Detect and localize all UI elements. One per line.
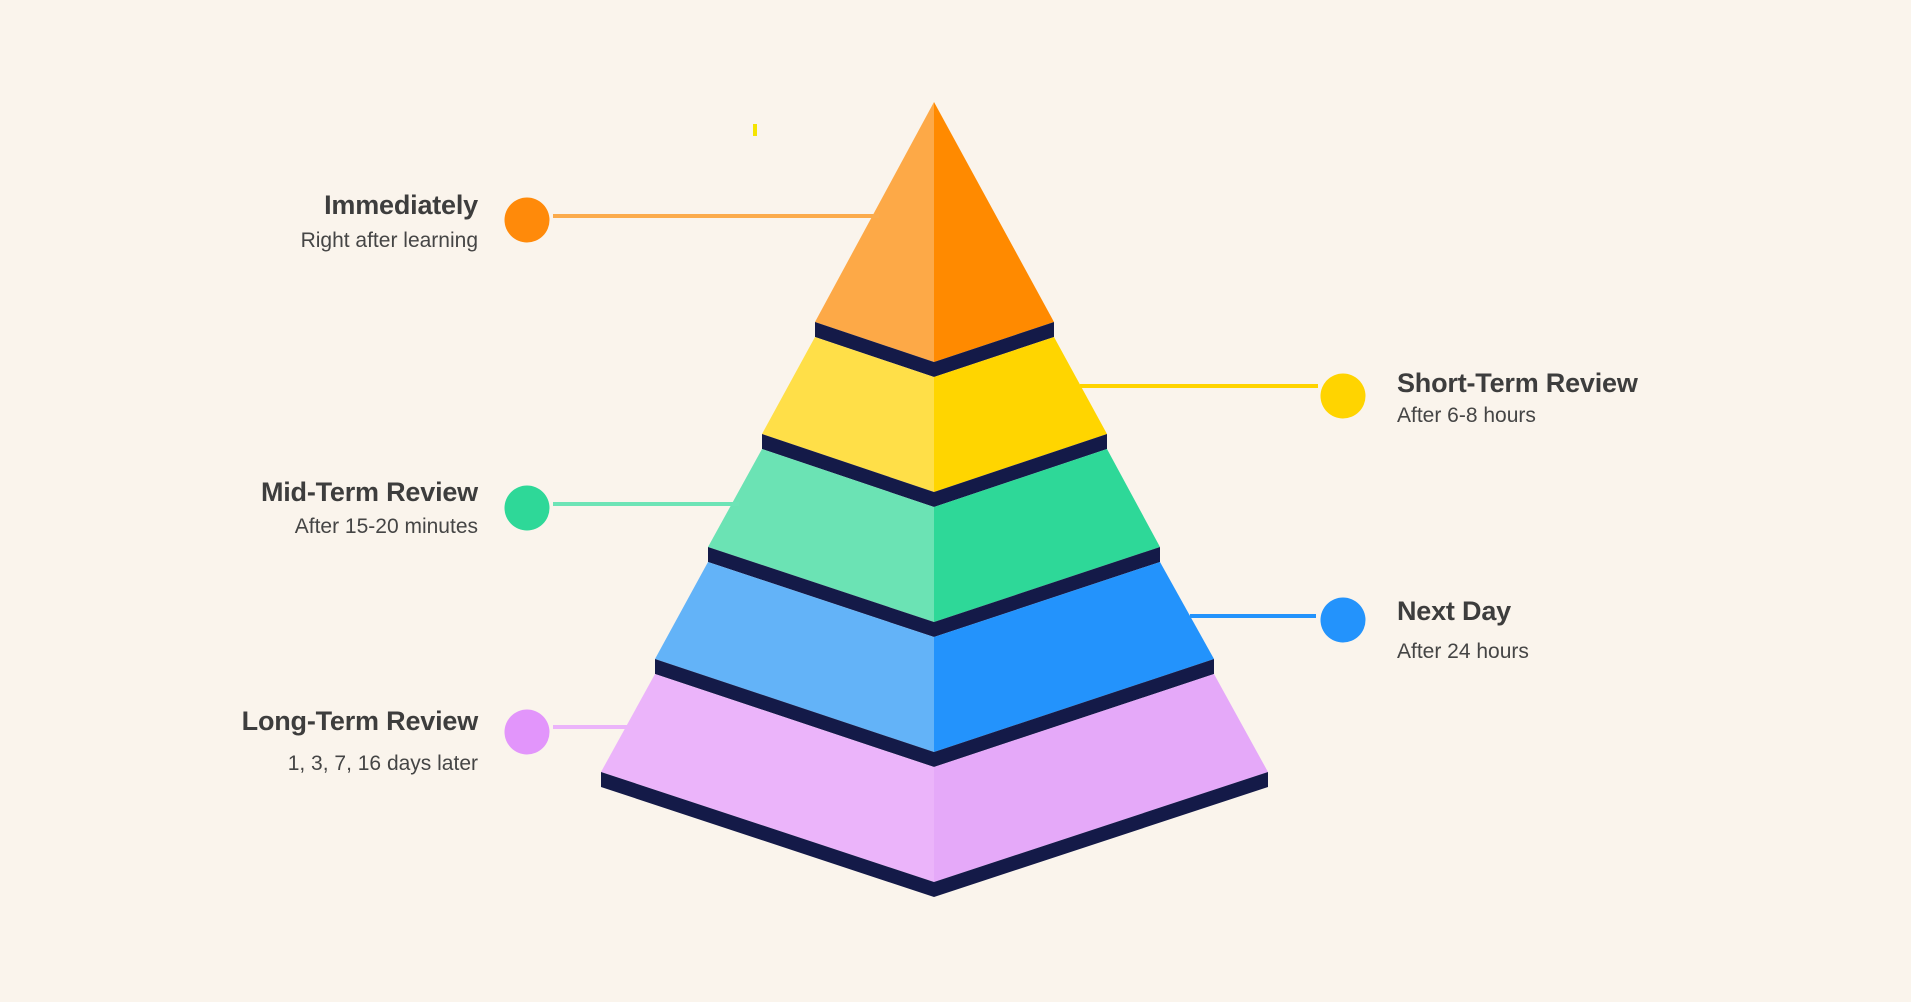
label-title: Long-Term Review <box>241 706 479 736</box>
layer-separator <box>815 322 1054 377</box>
connector-line-immediately <box>553 214 879 218</box>
layer-right-face <box>934 102 1054 362</box>
connector-line-short-term <box>1080 384 1318 388</box>
layer-left-face <box>655 562 934 752</box>
layer-left-face <box>815 102 934 362</box>
pyramid-layer-mid-term <box>708 449 1160 637</box>
dot-mid-term <box>504 485 550 531</box>
pyramid-layer-long-term <box>601 674 1268 897</box>
layer-separator <box>708 547 1160 637</box>
layer-left-face <box>708 449 934 622</box>
label-title: Immediately <box>324 190 478 220</box>
pyramid-layer-short-term <box>762 337 1107 507</box>
label-mid-term: Mid-Term Review After 15-20 minutes <box>138 476 478 540</box>
dot-short-term <box>1320 373 1366 419</box>
decorative-tick <box>753 124 757 136</box>
layer-left-face <box>601 674 934 882</box>
label-subtitle: After 24 hours <box>1397 640 1529 663</box>
layer-right-face <box>934 674 1268 882</box>
connector-line-next-day <box>1190 614 1316 618</box>
pyramid-layer-next-day <box>655 562 1214 767</box>
label-title: Next Day <box>1397 596 1511 626</box>
pyramid-layer-immediately <box>815 102 1054 377</box>
label-subtitle: After 15-20 minutes <box>294 515 478 538</box>
label-title: Short-Term Review <box>1397 368 1638 398</box>
layer-right-face <box>934 337 1107 492</box>
label-subtitle: Right after learning <box>300 229 478 252</box>
label-next-day: Next Day After 24 hours <box>1397 595 1737 665</box>
connector-line-long-term <box>553 725 629 729</box>
dot-next-day <box>1320 597 1366 643</box>
layer-right-face <box>934 562 1214 752</box>
layer-separator <box>762 434 1107 507</box>
label-immediately: Immediately Right after learning <box>138 189 479 254</box>
dot-immediately <box>504 197 550 243</box>
label-short-term: Short-Term Review After 6-8 hours <box>1397 367 1737 429</box>
label-subtitle: After 6-8 hours <box>1397 404 1536 427</box>
dot-long-term <box>504 709 550 755</box>
connector-line-mid-term <box>553 502 739 506</box>
layer-right-face <box>934 449 1160 622</box>
label-title: Mid-Term Review <box>260 477 478 507</box>
label-subtitle: 1, 3, 7, 16 days later <box>287 752 478 775</box>
label-long-term: Long-Term Review 1, 3, 7, 16 days later <box>138 705 479 777</box>
layer-left-face <box>762 337 934 492</box>
